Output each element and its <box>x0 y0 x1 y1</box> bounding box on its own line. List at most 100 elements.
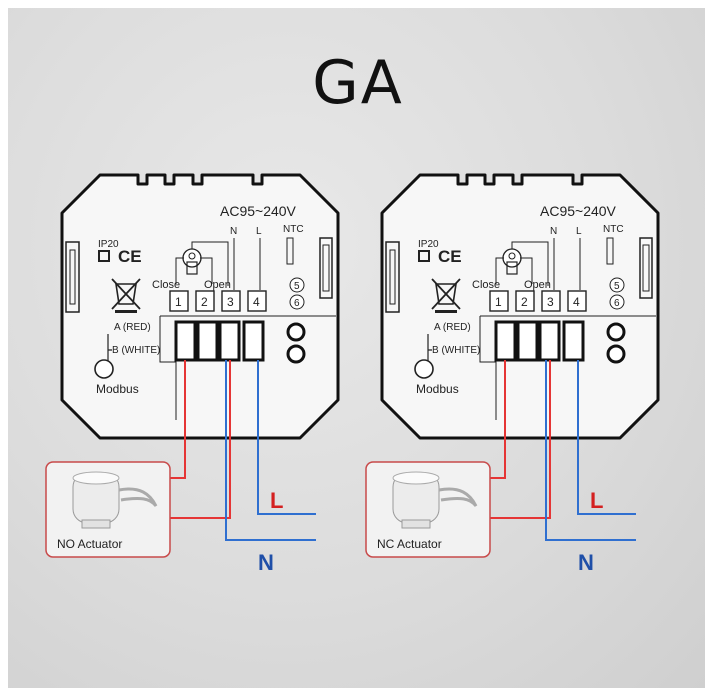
open-lead <box>520 257 533 284</box>
weee-bin-icon <box>435 283 457 305</box>
ntc-pin-6 <box>609 294 625 310</box>
voltage-label: AC95~240V <box>540 203 617 219</box>
ntc-pin-5 <box>289 277 305 293</box>
ntc-pin-6-label: 6 <box>294 298 300 309</box>
screw-terminal-1 <box>494 320 517 362</box>
left-bracket-inner <box>389 249 396 305</box>
ntc-pin-6 <box>289 294 305 310</box>
terminal-number-3: 3 <box>547 295 554 309</box>
ntc-sensor-icon <box>286 237 294 265</box>
actuator-cable-icon <box>118 487 158 507</box>
valve-center-icon <box>508 252 516 260</box>
terminal-box-1 <box>169 290 189 312</box>
weee-cross-2 <box>431 278 461 310</box>
line-l-label: L <box>590 488 603 513</box>
ntc-sensor-icon <box>606 237 614 265</box>
ip-rating: IP20 <box>418 239 439 250</box>
terminal-housing <box>159 315 336 420</box>
terminal-number-1: 1 <box>175 295 182 309</box>
weee-bin-icon <box>115 283 137 305</box>
ntc-label: NTC <box>603 224 624 235</box>
terminal-number-4: 4 <box>253 295 260 309</box>
close-lead <box>495 257 504 284</box>
ip-square-icon <box>418 250 430 262</box>
modbus-a-label: A (RED) <box>434 322 471 333</box>
actuator-wire-common <box>167 360 231 519</box>
modbus-b-label: B (WHITE) <box>112 345 160 356</box>
line-n-label: N <box>258 550 274 575</box>
common-lead <box>511 241 549 286</box>
screw-terminal-1 <box>174 320 197 362</box>
right-bracket-inner <box>642 244 650 292</box>
ce-mark: CE <box>118 247 142 266</box>
screw-terminal-4 <box>242 320 265 362</box>
mount-hole-top <box>606 322 626 342</box>
ntc-label: NTC <box>283 224 304 235</box>
weee-cross-2 <box>111 278 141 310</box>
ntc-pin-5-label: 5 <box>614 281 620 292</box>
line-n-label: N <box>578 550 594 575</box>
modbus-connector-icon <box>414 359 434 379</box>
actuator-cap <box>392 471 440 485</box>
right-bracket <box>639 237 653 299</box>
ip-rating: IP20 <box>98 239 119 250</box>
terminal-number-2: 2 <box>521 295 528 309</box>
left-bracket <box>385 241 400 313</box>
valve-motor-icon <box>182 248 202 268</box>
ip-square-icon <box>98 250 110 262</box>
mount-hole-bottom <box>606 344 626 364</box>
terminal-box-1 <box>489 290 509 312</box>
ce-mark: CE <box>438 247 462 266</box>
terminal-number-3: 3 <box>227 295 234 309</box>
terminal-number-4: 4 <box>573 295 580 309</box>
voltage-label: AC95~240V <box>220 203 297 219</box>
weee-bar <box>115 310 137 313</box>
actuator-label: NO Actuator <box>57 537 122 551</box>
valve-center-icon <box>188 252 196 260</box>
terminal-n-label: N <box>550 226 557 237</box>
actuator-cable-icon <box>438 487 478 507</box>
terminal-box-4 <box>247 290 267 312</box>
actuator-wire-common <box>487 360 551 519</box>
modbus-b-label: B (WHITE) <box>432 345 480 356</box>
ntc-pin-5-label: 5 <box>294 281 300 292</box>
terminal-number-1: 1 <box>495 295 502 309</box>
close-label: Close <box>152 279 180 291</box>
screw-terminal-2 <box>516 320 539 362</box>
terminal-l-label: L <box>576 226 582 237</box>
screw-terminal-3 <box>218 320 241 362</box>
left-bracket-inner <box>69 249 76 305</box>
right-bracket-inner <box>322 244 330 292</box>
close-lead <box>175 257 184 284</box>
terminal-l-label: L <box>256 226 262 237</box>
terminal-box-4 <box>567 290 587 312</box>
terminal-n-label: N <box>230 226 237 237</box>
live-wire <box>257 360 316 515</box>
terminal-box-2 <box>515 290 535 312</box>
close-label: Close <box>472 279 500 291</box>
valve-motor-icon <box>502 248 522 268</box>
screw-terminal-2 <box>196 320 219 362</box>
actuator-base <box>401 519 431 529</box>
actuator-base <box>81 519 111 529</box>
terminal-number-2: 2 <box>201 295 208 309</box>
terminal-housing <box>479 315 656 420</box>
modbus-connector-icon <box>94 359 114 379</box>
screw-terminal-3 <box>538 320 561 362</box>
left-bracket <box>65 241 80 313</box>
screw-terminal-4 <box>562 320 585 362</box>
line-l-label: L <box>270 488 283 513</box>
open-label: Open <box>524 279 551 291</box>
actuator-label: NC Actuator <box>377 537 442 551</box>
valve-body-icon <box>186 261 198 275</box>
terminal-box-3 <box>221 290 241 312</box>
neutral-wire <box>225 360 316 541</box>
valve-body-icon <box>506 261 518 275</box>
diagram-title: GA <box>312 48 404 118</box>
modbus-label: Modbus <box>96 382 139 396</box>
mount-hole-bottom <box>286 344 306 364</box>
modbus-label: Modbus <box>416 382 459 396</box>
